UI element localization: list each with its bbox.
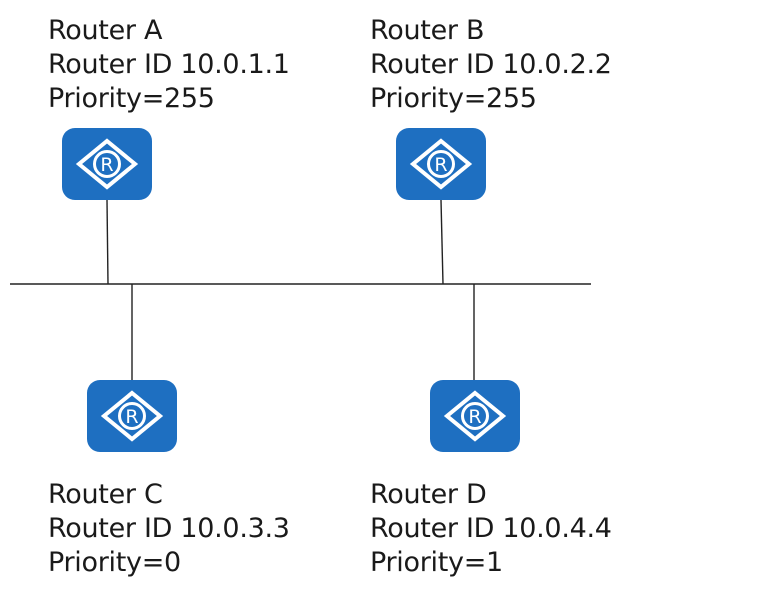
router-a-id: Router ID 10.0.1.1 xyxy=(48,49,290,80)
router-d-label: Router D Router ID 10.0.4.4 Priority=1 xyxy=(370,478,612,580)
router-a-name: Router A xyxy=(48,15,163,46)
router-d-name: Router D xyxy=(370,479,487,510)
router-a-label: Router A Router ID 10.0.1.1 Priority=255 xyxy=(48,14,290,116)
router-d-id: Router ID 10.0.4.4 xyxy=(370,513,612,544)
router-d-priority: Priority=1 xyxy=(370,547,503,578)
router-c-glyph: R xyxy=(125,406,138,428)
router-c-id: Router ID 10.0.3.3 xyxy=(48,513,290,544)
router-b-label: Router B Router ID 10.0.2.2 Priority=255 xyxy=(370,14,612,116)
router-a-priority: Priority=255 xyxy=(48,83,215,114)
router-b-name: Router B xyxy=(370,15,485,46)
router-b-id: Router ID 10.0.2.2 xyxy=(370,49,612,80)
link-router-b xyxy=(440,199,444,285)
router-c-icon[interactable]: R xyxy=(85,378,179,454)
router-d-glyph: R xyxy=(468,406,481,428)
router-c-name: Router C xyxy=(48,479,163,510)
router-a-icon[interactable]: R xyxy=(60,126,154,202)
router-b-glyph: R xyxy=(434,154,447,176)
router-b-icon[interactable]: R xyxy=(394,126,488,202)
router-b-priority: Priority=255 xyxy=(370,83,537,114)
link-router-a xyxy=(106,199,109,285)
router-c-label: Router C Router ID 10.0.3.3 Priority=0 xyxy=(48,478,290,580)
router-a-glyph: R xyxy=(100,154,113,176)
router-d-icon[interactable]: R xyxy=(428,378,522,454)
router-c-priority: Priority=0 xyxy=(48,547,181,578)
